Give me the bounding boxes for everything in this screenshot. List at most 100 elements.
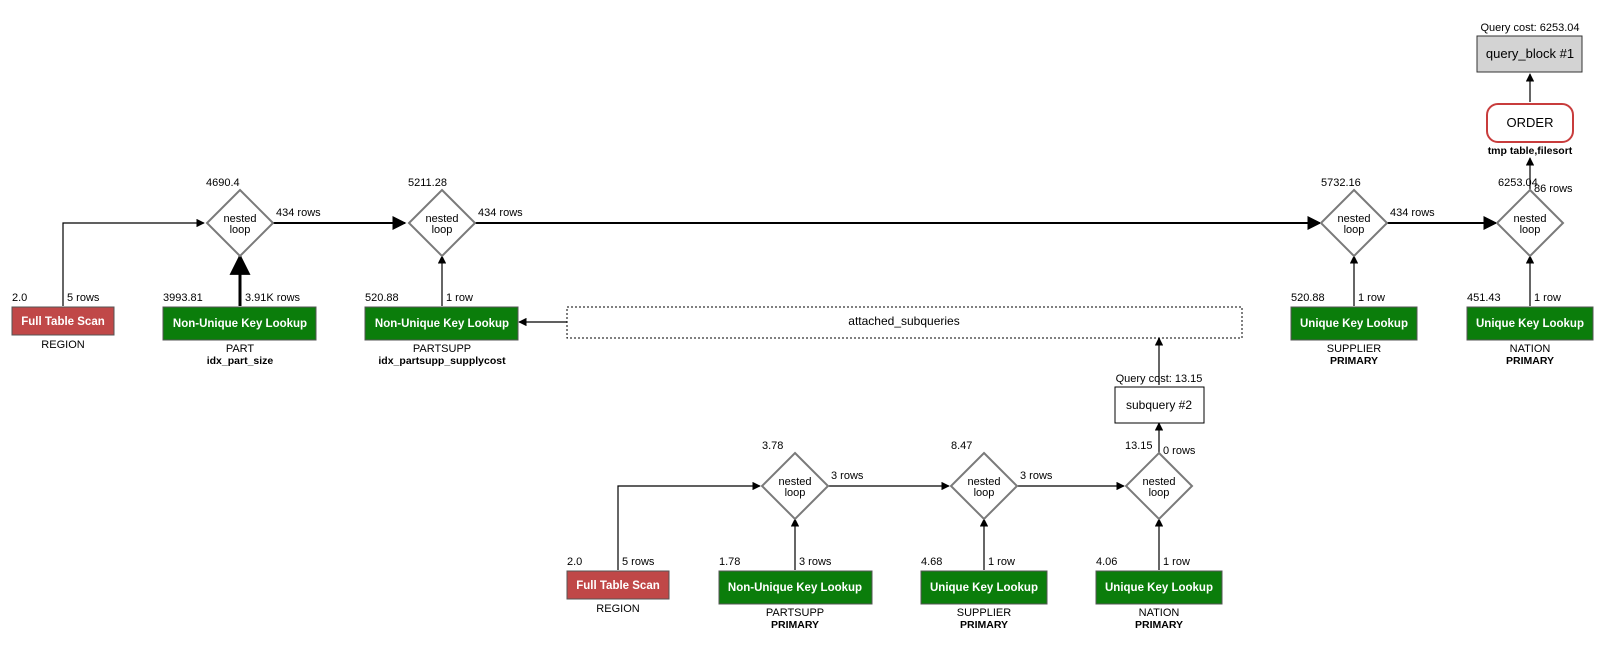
nested-loop-diamond[interactable] [1495, 188, 1565, 258]
loop-cost: 8.47 [951, 440, 972, 452]
loop-out-rows: 3 rows [1020, 470, 1053, 482]
op-cost: 4.68 [921, 556, 942, 568]
op-key: PRIMARY [1506, 355, 1554, 367]
loop-label-line1: nested [967, 476, 1000, 488]
nested-loop-diamond[interactable] [205, 188, 275, 258]
op-rows: 5 rows [67, 292, 100, 304]
loop-label-line1: nested [1513, 213, 1546, 225]
unique-key-lookup-box[interactable] [920, 570, 1048, 605]
nested-loop-diamond[interactable] [949, 451, 1019, 521]
top-loop-1[interactable]: 4690.4 nested loop 434 rows [205, 177, 321, 258]
sub-loop-1[interactable]: 3.78 nested loop 3 rows [760, 440, 864, 521]
edge-region-to-loop1 [62, 218, 205, 306]
op-table: SUPPLIER [1327, 343, 1381, 355]
edge-sub-region-to-loop1 [617, 481, 761, 570]
loop-out-rows: 434 rows [478, 207, 523, 219]
full-table-scan-box[interactable] [11, 306, 115, 336]
op-label: Full Table Scan [21, 316, 105, 328]
op-cost: 1.78 [719, 556, 740, 568]
op-table: PART [226, 343, 255, 355]
top-op-partsupp-lookup[interactable]: 520.88 1 row Non-Unique Key Lookup PARTS… [364, 292, 519, 367]
op-rows: 1 row [1163, 556, 1190, 568]
loop-cost: 3.78 [762, 440, 783, 452]
op-rows: 1 row [988, 556, 1015, 568]
order-node[interactable]: ORDER tmp table,filesort [1486, 103, 1574, 157]
op-key: idx_partsupp_supplycost [378, 355, 506, 367]
subquery-cost: Query cost: 13.15 [1116, 373, 1203, 385]
op-key: PRIMARY [1330, 355, 1378, 367]
op-key: PRIMARY [771, 619, 819, 631]
nested-loop-diamond[interactable] [1319, 188, 1389, 258]
op-cost: 520.88 [1291, 292, 1325, 304]
query-block-box[interactable] [1476, 35, 1583, 73]
op-key: PRIMARY [960, 619, 1008, 631]
loop-out-rows: 0 rows [1163, 445, 1196, 457]
top-loop-4[interactable]: 6253.04 nested loop 86 rows [1495, 177, 1573, 258]
top-op-nation-lookup[interactable]: 451.43 1 row Unique Key Lookup NATION PR… [1466, 292, 1594, 367]
op-rows: 5 rows [622, 556, 655, 568]
loop-cost: 5211.28 [408, 177, 447, 189]
nested-loop-diamond[interactable] [760, 451, 830, 521]
op-key: idx_part_size [207, 355, 274, 367]
sub-op-nation-lookup[interactable]: 4.06 1 row Unique Key Lookup NATION PRIM… [1095, 556, 1223, 631]
order-label: ORDER [1507, 115, 1554, 130]
query-block-node[interactable]: Query cost: 6253.04 query_block #1 [1476, 22, 1583, 73]
subquery-label: subquery #2 [1126, 398, 1192, 412]
sub-loop-2[interactable]: 8.47 nested loop 3 rows [949, 440, 1053, 521]
loop-label-line2: loop [1344, 224, 1365, 236]
op-table: SUPPLIER [957, 607, 1011, 619]
subquery-box[interactable] [1114, 386, 1205, 424]
unique-key-lookup-box[interactable] [1290, 306, 1418, 341]
op-key: PRIMARY [1135, 619, 1183, 631]
top-loop-3[interactable]: 5732.16 nested loop 434 rows [1319, 177, 1435, 258]
op-label: Non-Unique Key Lookup [375, 318, 509, 330]
attached-subqueries-node[interactable]: attached_subqueries [566, 306, 1243, 339]
top-op-region-scan[interactable]: 2.0 5 rows Full Table Scan REGION [11, 292, 115, 351]
loop-out-rows: 434 rows [276, 207, 321, 219]
loop-label-line1: nested [1337, 213, 1370, 225]
unique-key-lookup-box[interactable] [1466, 306, 1594, 341]
sub-op-supplier-lookup[interactable]: 4.68 1 row Unique Key Lookup SUPPLIER PR… [920, 556, 1048, 631]
non-unique-key-lookup-box[interactable] [718, 570, 873, 605]
loop-cost: 4690.4 [206, 177, 240, 189]
order-box[interactable] [1486, 103, 1574, 143]
loop-label-line2: loop [230, 224, 251, 236]
op-label: Unique Key Lookup [930, 582, 1038, 594]
loop-label-line1: nested [1142, 476, 1175, 488]
loop-out-rows: 3 rows [831, 470, 864, 482]
op-rows: 1 row [446, 292, 473, 304]
sub-loop-3[interactable]: 13.15 nested loop 0 rows [1124, 440, 1196, 521]
op-cost: 3993.81 [163, 292, 203, 304]
op-label: Unique Key Lookup [1476, 318, 1584, 330]
loop-cost: 5732.16 [1321, 177, 1361, 189]
full-table-scan-box[interactable] [566, 570, 670, 600]
sub-op-partsupp-lookup[interactable]: 1.78 3 rows Non-Unique Key Lookup PARTSU… [718, 556, 873, 631]
non-unique-key-lookup-box[interactable] [364, 306, 519, 341]
op-cost: 451.43 [1467, 292, 1501, 304]
sub-op-region-scan[interactable]: 2.0 5 rows Full Table Scan REGION [566, 556, 670, 615]
op-label: Non-Unique Key Lookup [173, 318, 307, 330]
loop-label-line2: loop [432, 224, 453, 236]
op-cost: 2.0 [12, 292, 27, 304]
op-label: Full Table Scan [576, 580, 660, 592]
op-rows: 3.91K rows [245, 292, 301, 304]
op-rows: 3 rows [799, 556, 832, 568]
attached-subqueries-label: attached_subqueries [848, 314, 959, 328]
op-cost: 520.88 [365, 292, 399, 304]
loop-label-line1: nested [778, 476, 811, 488]
loop-label-line2: loop [785, 487, 806, 499]
nested-loop-diamond[interactable] [407, 188, 477, 258]
top-loop-2[interactable]: 5211.28 nested loop 434 rows [407, 177, 523, 258]
non-unique-key-lookup-box[interactable] [162, 306, 317, 341]
unique-key-lookup-box[interactable] [1095, 570, 1223, 605]
nested-loop-diamond[interactable] [1124, 451, 1194, 521]
top-op-supplier-lookup[interactable]: 520.88 1 row Unique Key Lookup SUPPLIER … [1290, 292, 1418, 367]
loop-label-line2: loop [1149, 487, 1170, 499]
op-table: PARTSUPP [413, 343, 471, 355]
top-op-part-lookup[interactable]: 3993.81 3.91K rows Non-Unique Key Lookup… [162, 292, 317, 367]
attached-subqueries-box[interactable] [566, 306, 1243, 339]
query-block-label: query_block #1 [1486, 46, 1574, 61]
subquery-node[interactable]: Query cost: 13.15 subquery #2 [1114, 373, 1205, 424]
